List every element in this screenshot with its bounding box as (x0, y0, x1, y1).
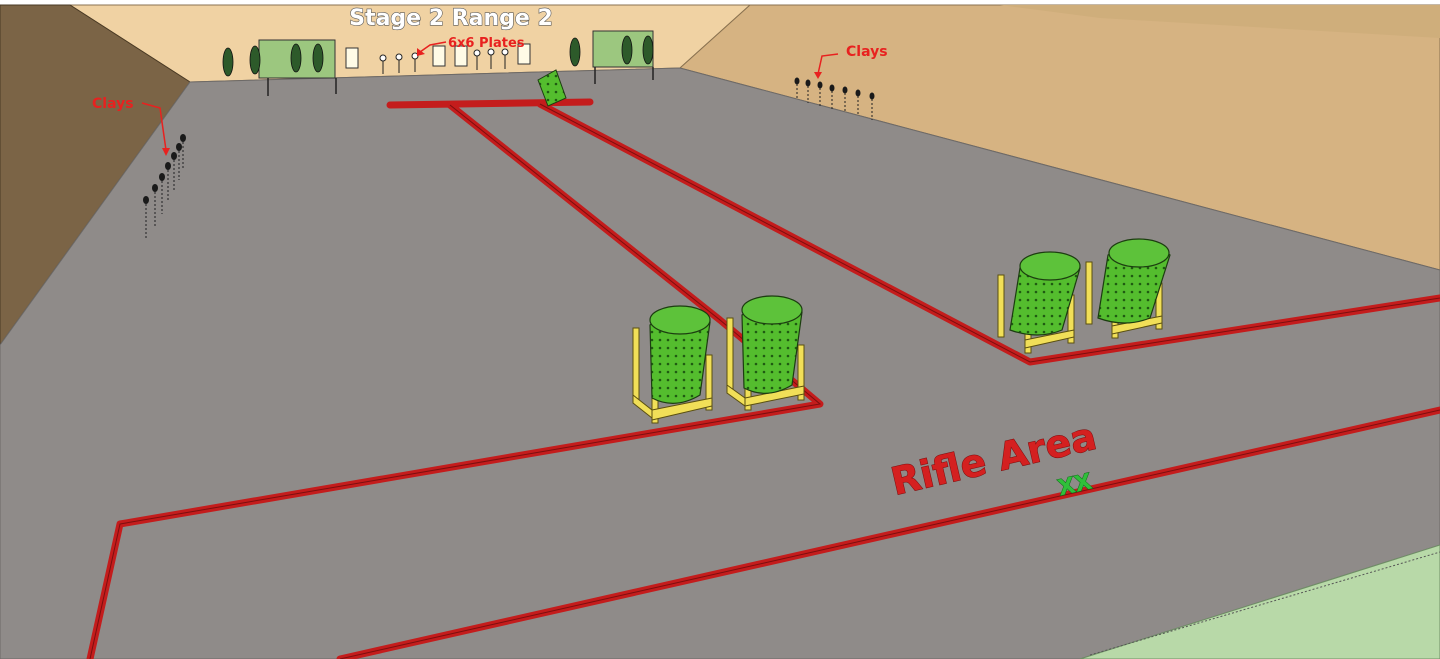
stand-post (998, 275, 1004, 337)
barrel-top (650, 306, 710, 334)
fault-line-back (390, 102, 590, 105)
plate-target (380, 55, 386, 61)
silhouette-target (622, 36, 632, 64)
paper-target (346, 48, 358, 68)
paper-target (433, 46, 445, 66)
plate-target (396, 54, 402, 60)
silhouette-target (570, 38, 580, 66)
stand-post (1086, 262, 1092, 324)
barrel-top (1109, 239, 1169, 267)
silhouette-target (291, 44, 301, 72)
clays-left-label: Clays (92, 96, 134, 112)
stage-title: Stage 2 Range 2 (349, 6, 553, 31)
barrel-top (742, 296, 802, 324)
silhouette-target (313, 44, 323, 72)
clays-right-label: Clays (846, 44, 888, 60)
stand-post (727, 318, 733, 393)
plates-label: 6x6 Plates (448, 36, 525, 51)
stand-post (633, 328, 639, 403)
barrel-top (1020, 252, 1080, 280)
silhouette-target (250, 46, 260, 74)
silhouette-target (643, 36, 653, 64)
silhouette-target (223, 48, 233, 76)
